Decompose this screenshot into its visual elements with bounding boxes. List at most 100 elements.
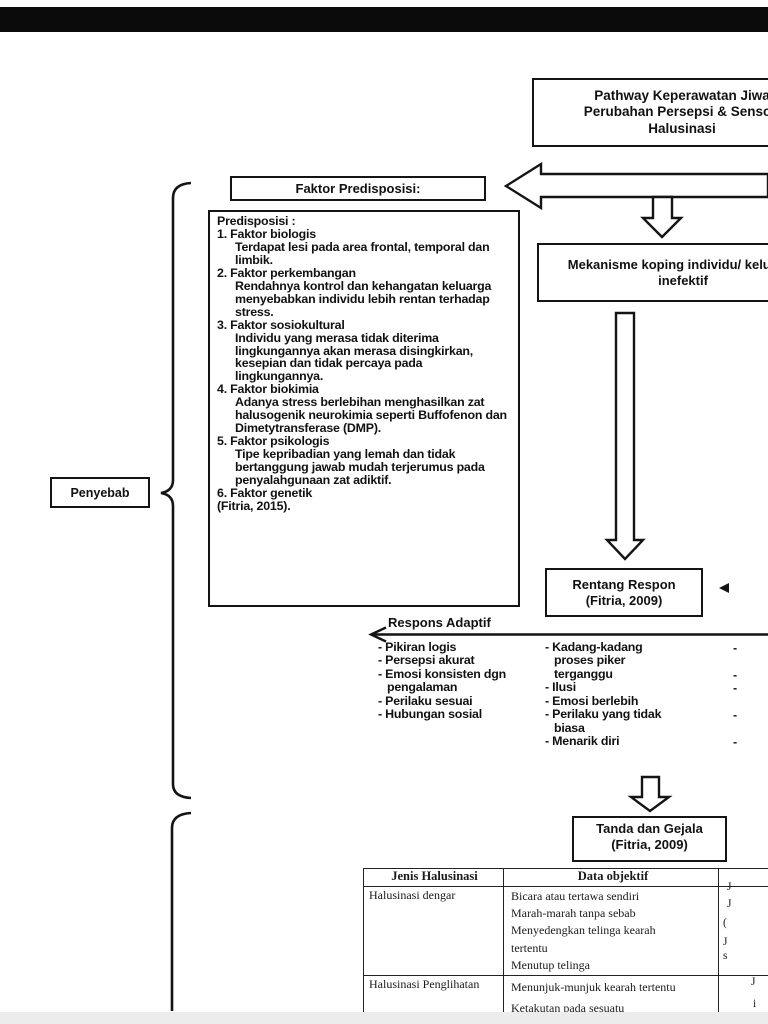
rentang-respon-box: Rentang Respon (Fitria, 2009) [545,568,703,617]
clipped-text-fragment: J [727,881,732,893]
text-line: kesepian dan tidak percaya pada [235,356,423,371]
table-header-clipped [718,869,768,886]
text-line: 2. Faktor perkembangan [217,265,356,280]
clipped-text-fragment: J [751,976,756,988]
text-line: Dimetytransferase (DMP). [235,421,381,436]
text-line: bertanggung jawab mudah terjerumus pada [235,460,485,475]
left-block-arrow [503,161,768,211]
respons-axis-arrowhead [368,626,387,643]
clipped-text-fragment: ( [723,917,727,929]
objektif-line: Bicara atau tertawa sendiri [511,889,640,903]
text-line: 3. Faktor sosiokultural [217,317,345,332]
down-block-arrow-mekanisme [640,195,684,239]
text-line: Individu yang merasa tidak diterima [235,330,439,345]
clipped-list-dash: - [733,667,738,682]
down-long-arrow-rentang [604,311,646,561]
text-line: proses piker [554,653,626,668]
rentang-line: (Fitria, 2009) [585,592,663,608]
penyebab-label: Penyebab [70,485,130,500]
penyebab-box: Penyebab [50,477,150,508]
tanda-line: (Fitria, 2009) [611,837,688,852]
title-line: Pathway Keperawatan Jiwa [594,87,768,103]
title-box: Pathway Keperawatan Jiwa Perubahan Perse… [532,78,768,147]
small-left-arrowhead [719,583,729,593]
curly-brace-gejala [170,811,192,1011]
objektif-line: Ketakutan pada sesuatu [511,1001,625,1015]
faktor-predisposisi-box: Faktor Predisposisi: [230,176,486,201]
faktor-predisposisi-label: Faktor Predisposisi: [295,181,421,196]
gejala-table: Jenis Halusinasi Data objektif Halusinas… [363,868,768,1024]
text-line: Rendahnya kontrol dan kehangatan keluarg… [235,278,492,293]
jenis-halusinasi-cell: Halusinasi Penglihatan [363,976,503,1024]
clipped-cell [718,976,768,1024]
text-line: 6. Faktor genetik [217,486,313,501]
text-line: halusogenik neurokimia seperti Buffofeno… [235,408,507,423]
text-line: menyebabkan individu lebih rentan terhad… [235,291,490,306]
mekanisme-line: Mekanisme koping individu/ keluarga [567,256,768,272]
text-line: - Pikiran logis [378,640,457,654]
jenis-halusinasi-cell: Halusinasi dengar [363,887,503,975]
text-line: penyalahgunaan zat adiktif. [235,473,392,488]
text-line: - Kadang-kadang [545,640,643,654]
title-line: Perubahan Persepsi & Sensori [583,104,768,120]
top-separator-bar [0,7,768,32]
text-line: limbik. [235,252,273,267]
clipped-list-dash: - [733,735,738,750]
text-line: lingkungannya akan merasa disingkirkan, [235,343,474,358]
objektif-line: Marah-marah tanpa sebab [511,906,636,921]
text-line: - Emosi konsisten dgn [378,666,506,681]
text-line: - Ilusi [545,680,576,695]
title-line: Halusinasi [648,120,716,136]
respons-right-dashes: ----- [733,641,753,751]
tanda-line: Tanda dan Gejala [596,821,703,836]
table-header-objektif: Data objektif [503,869,718,886]
mekanisme-line: inefektif [658,272,708,288]
objektif-line: tertentu [511,940,548,955]
respons-adaptif-list: - Pikiran logis- Persepsi akurat- Emosi … [378,640,506,722]
table-header-row: Jenis Halusinasi Data objektif [363,869,768,887]
curly-brace-penyebab [160,181,192,800]
text-line: Tipe kepribadian yang lemah dan tidak [235,447,456,462]
tanda-gejala-box: Tanda dan Gejala (Fitria, 2009) [572,816,727,862]
text-line: 1. Faktor biologis [217,226,316,241]
objektif-line: Menyedengkan telinga kearah [511,923,656,938]
clipped-text-fragment: i [753,998,757,1010]
text-line: - Perilaku sesuai [378,693,473,708]
text-line: 5. Faktor psikologis [217,434,330,449]
text-line: - Menarik diri [545,734,620,749]
rentang-line: Rentang Respon [572,576,676,592]
clipped-list-dash: - [733,681,738,696]
text-line: terganggu [554,666,613,681]
clipped-text-fragment: J [723,936,728,948]
text-line: - Hubungan sosial [378,707,482,722]
objektif-line: Menutup telinga [511,957,590,972]
text-line: lingkungannya. [235,369,324,384]
clipped-cell [718,887,768,975]
text-line: 4. Faktor biokimia [217,382,319,397]
clipped-text-fragment: J [727,898,732,910]
text-line: - Emosi berlebih [545,693,639,708]
text-line: - Persepsi akurat [378,653,475,668]
text-line: (Fitria, 2015). [217,498,291,513]
text-line: stress. [235,304,274,319]
down-block-arrow-tanda [627,775,673,813]
respons-adaptif-label: Respons Adaptif [388,615,491,630]
text-line: - Perilaku yang tidak [545,707,662,722]
text-line: Terdapat lesi pada area frontal, tempora… [235,239,490,254]
objektif-line: Menunjuk-munjuk kearah tertentu [511,980,676,994]
text-line: pengalaman [387,680,458,695]
clipped-list-dash: - [733,641,738,655]
text-line: biasa [554,720,585,735]
clipped-list-dash: - [733,708,738,723]
text-line: Predisposisi : [217,214,296,228]
